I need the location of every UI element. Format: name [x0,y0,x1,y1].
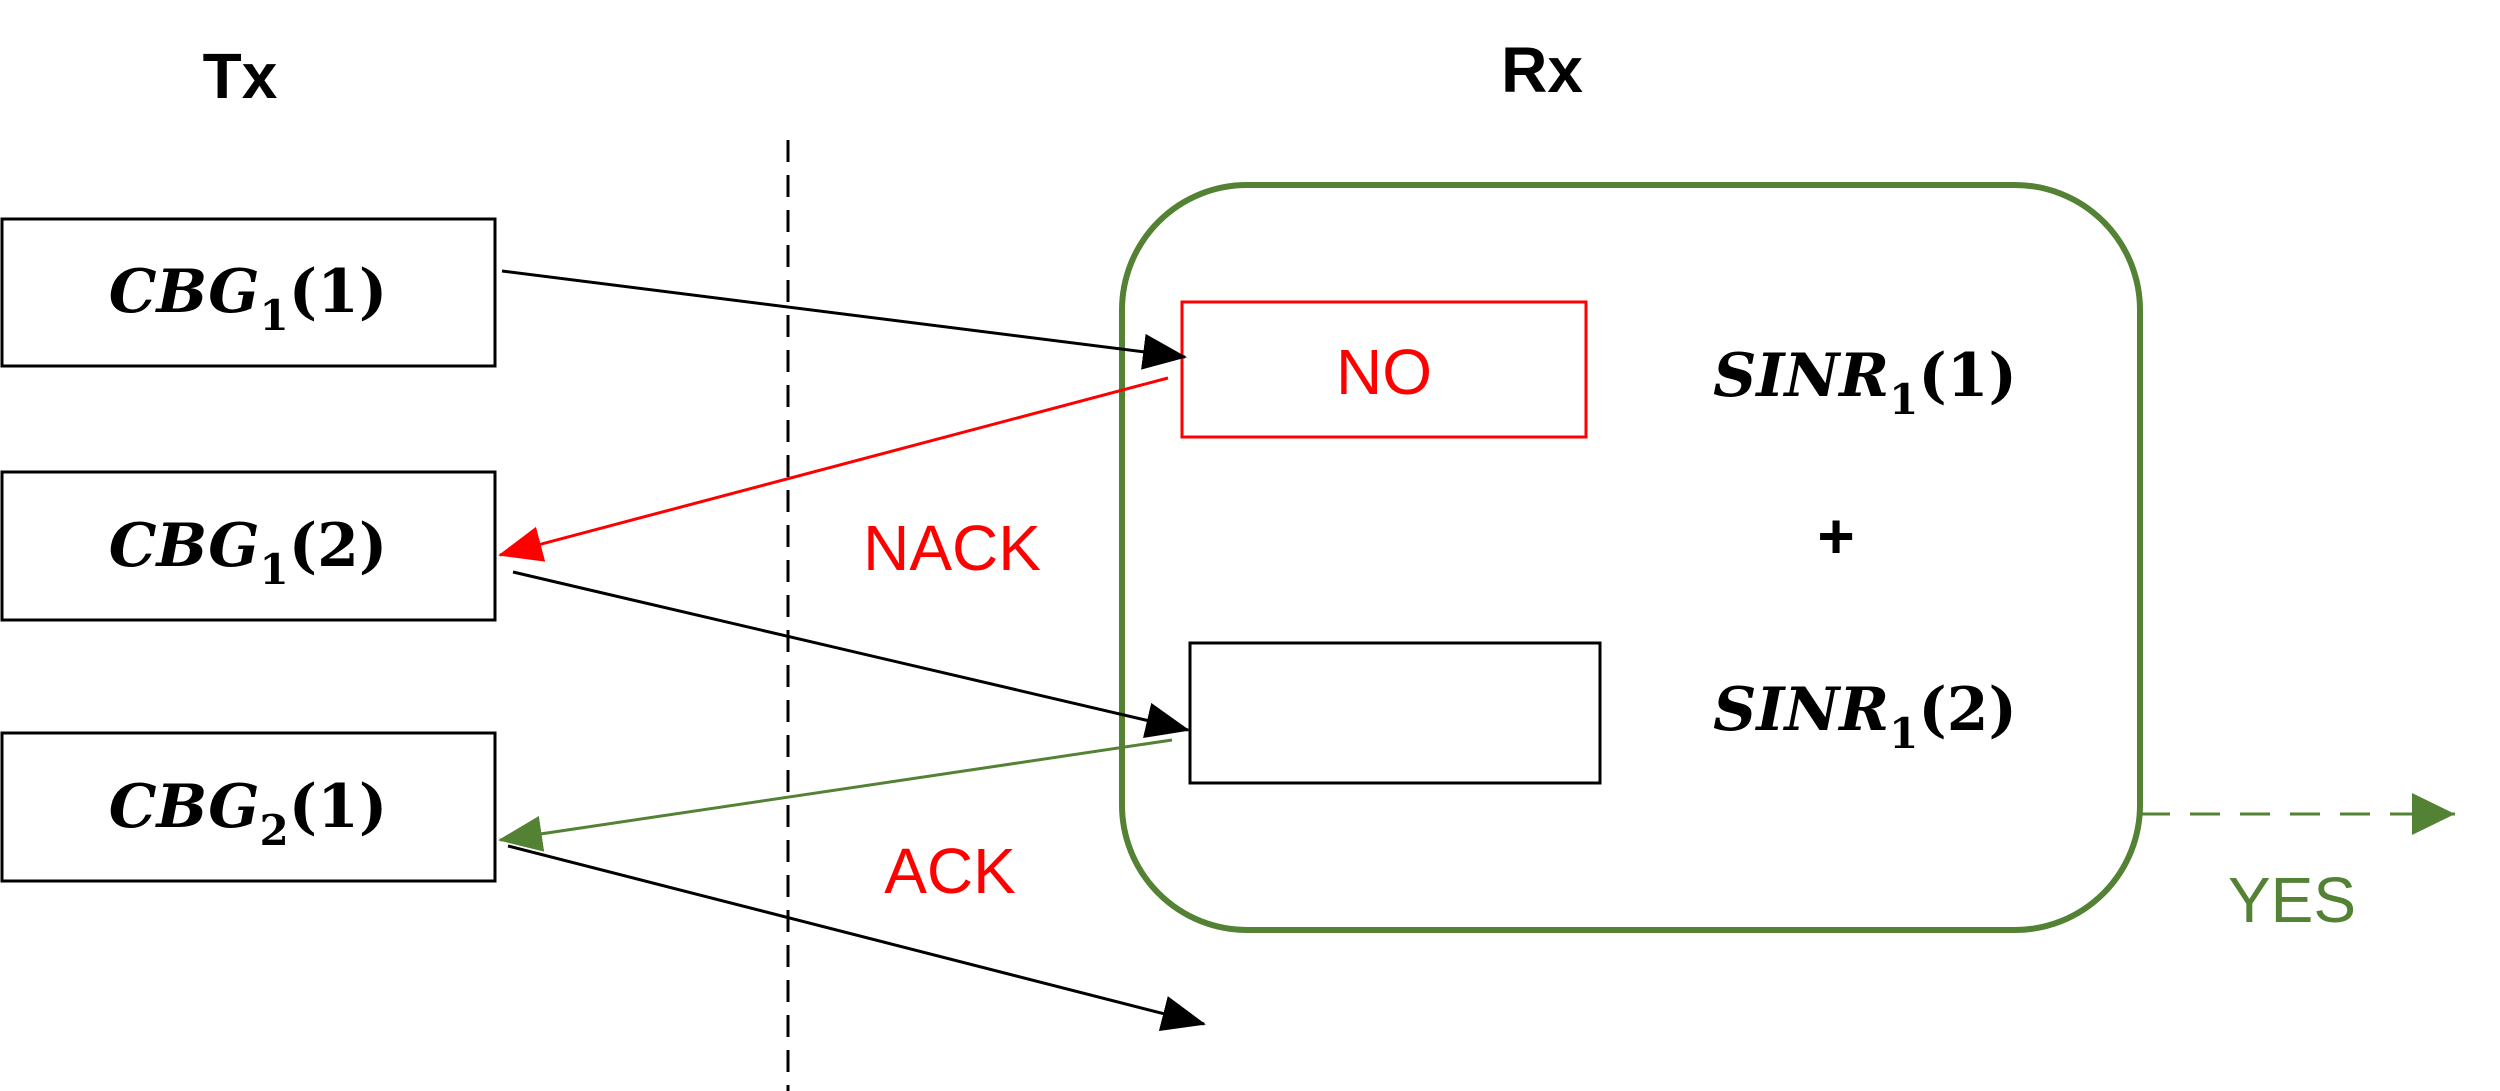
tx-arrow-cbg1-1 [501,269,1187,370]
tx-block-sub: 1 [260,291,289,340]
tx-block-arg: (2) [289,511,388,581]
sinr-combine-operator: + [1817,500,1854,572]
tx-block-arg: (1) [289,257,388,327]
svg-text:CBG1(2): CBG1(2) [109,511,388,594]
sinr-term-2: SINR1(2) [1713,675,2017,758]
tx-block-cbg1-1: CBG1(1) [0,217,497,368]
tx-block-base: CBG [109,511,260,581]
nack-label: NACK [863,512,1041,584]
svg-text:CBG2(1): CBG2(1) [109,772,388,855]
tx-block-base: CBG [109,772,260,842]
ack-arrow [498,738,1173,852]
sinr-term-1: SINR1(1) [1713,341,2017,424]
ack-label: ACK [884,835,1016,907]
tx-arrow-cbg1-2 [512,570,1190,738]
tx-arrow-cbg2-1 [507,844,1206,1032]
rx-decode-box-1: NO [1180,300,1588,439]
tx-block-sub: 2 [260,806,289,855]
tx-block-base: CBG [109,257,260,327]
tx-block-cbg1-2: CBG1(2) [0,470,497,622]
tx-block-cbg2-1: CBG2(1) [0,731,497,883]
decode-result-no: NO [1336,336,1432,408]
rx-boundary [1119,182,2143,933]
svg-text:CBG1(1): CBG1(1) [109,257,388,340]
tx-block-sub: 1 [260,545,289,594]
tx-block-arg: (1) [289,772,388,842]
rx-heading: Rx [1501,34,1583,106]
tx-heading: Tx [203,40,278,112]
rx-decode-box-2 [1188,641,1602,785]
yes-arrowhead-icon [2412,793,2455,835]
yes-label: YES [2228,864,2356,936]
nack-arrow [498,376,1169,562]
